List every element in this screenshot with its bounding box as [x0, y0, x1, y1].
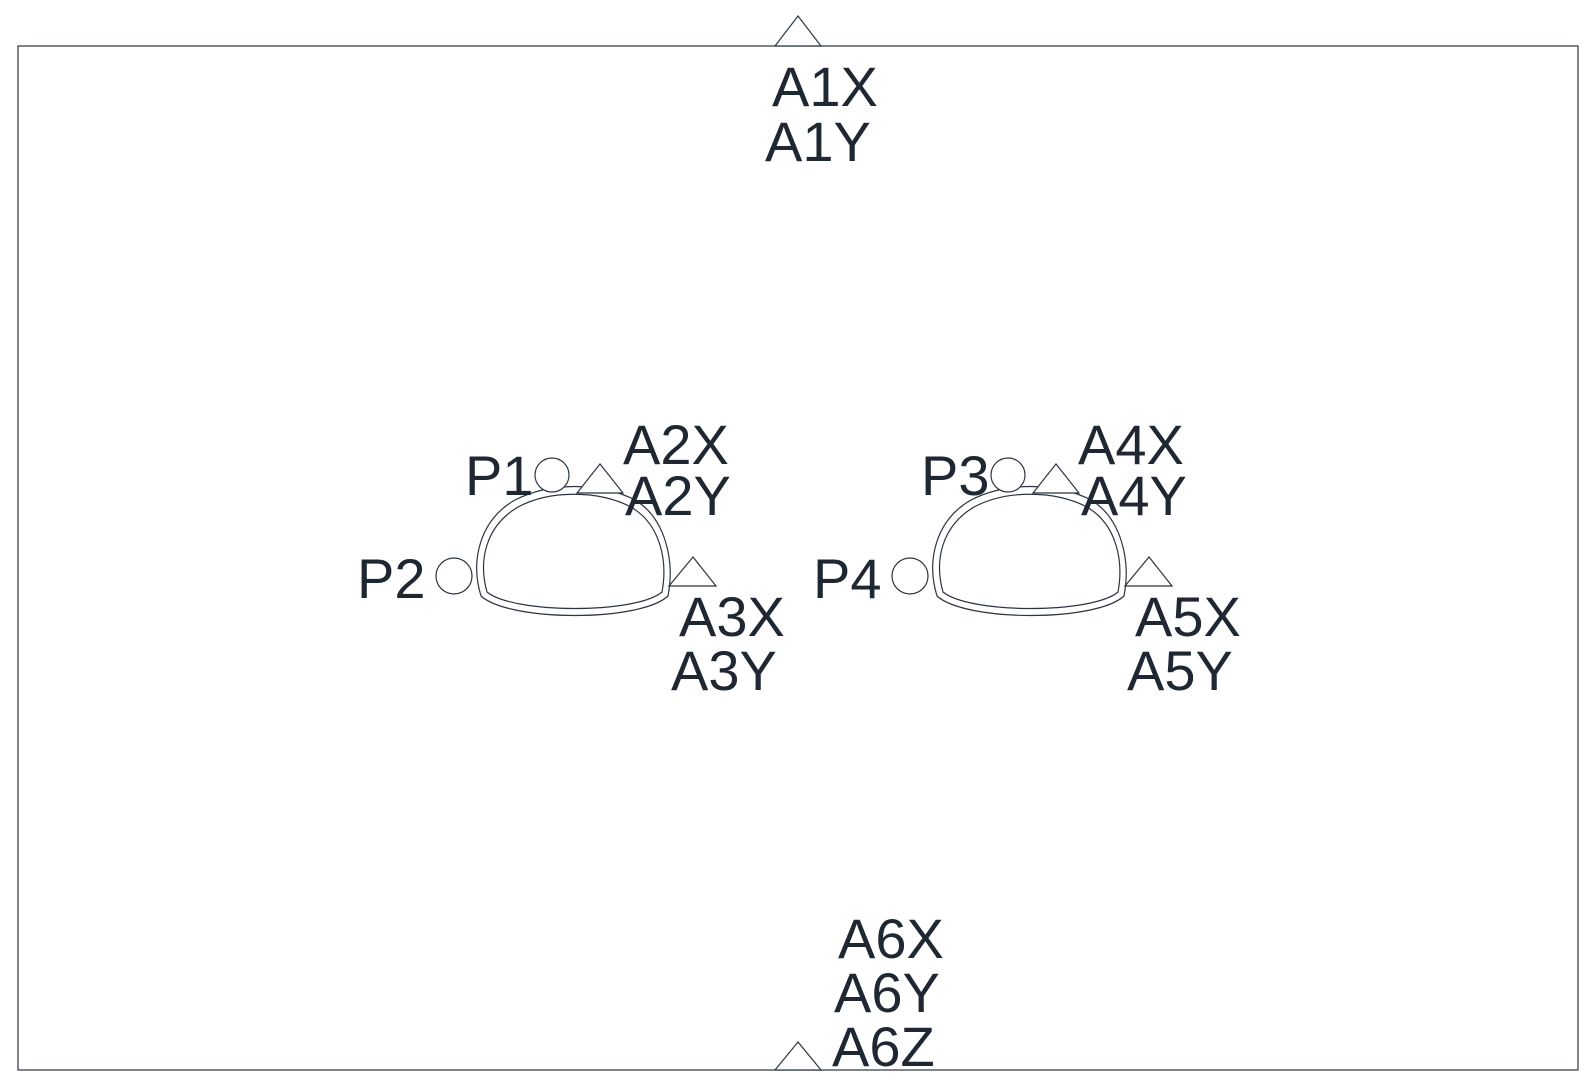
label-a4x: A4X: [1078, 413, 1184, 476]
point-marker-p3: [990, 457, 1026, 493]
point-marker-p4: [891, 557, 929, 595]
support-triangle-top: [773, 15, 823, 47]
label-a2x: A2X: [623, 413, 729, 476]
support-triangle-a5: [1123, 556, 1174, 587]
support-triangle-a4: [1031, 463, 1081, 494]
label-a3y: A3Y: [671, 639, 777, 702]
label-a4y: A4Y: [1081, 464, 1187, 527]
label-a3x: A3X: [679, 585, 785, 648]
label-p4: P4: [813, 547, 882, 610]
label-p1: P1: [465, 444, 534, 507]
point-marker-p2: [435, 557, 473, 595]
support-triangle-bottom: [773, 1041, 823, 1071]
label-a5y: A5Y: [1127, 639, 1233, 702]
label-a1x: A1X: [772, 55, 878, 118]
support-triangle-a2: [575, 463, 625, 494]
label-a1y: A1Y: [765, 110, 871, 173]
label-a2y: A2Y: [625, 464, 731, 527]
domain-boundary: [17, 45, 1579, 1071]
label-a6x: A6X: [838, 907, 944, 970]
label-a6y: A6Y: [834, 961, 940, 1024]
tunnel-left-outer-lining: [476, 485, 671, 617]
tunnel-left: [476, 485, 671, 617]
tunnel-right: [932, 485, 1127, 617]
label-p3: P3: [921, 444, 990, 507]
point-marker-p1: [534, 457, 570, 493]
tunnel-right-outer-lining: [932, 485, 1127, 617]
label-a5x: A5X: [1135, 585, 1241, 648]
tunnel-left-inner-lining: [482, 493, 665, 610]
support-triangle-a3: [667, 556, 718, 587]
label-a6z: A6Z: [832, 1015, 935, 1078]
tunnel-right-inner-lining: [938, 493, 1121, 610]
label-p2: P2: [357, 547, 426, 610]
